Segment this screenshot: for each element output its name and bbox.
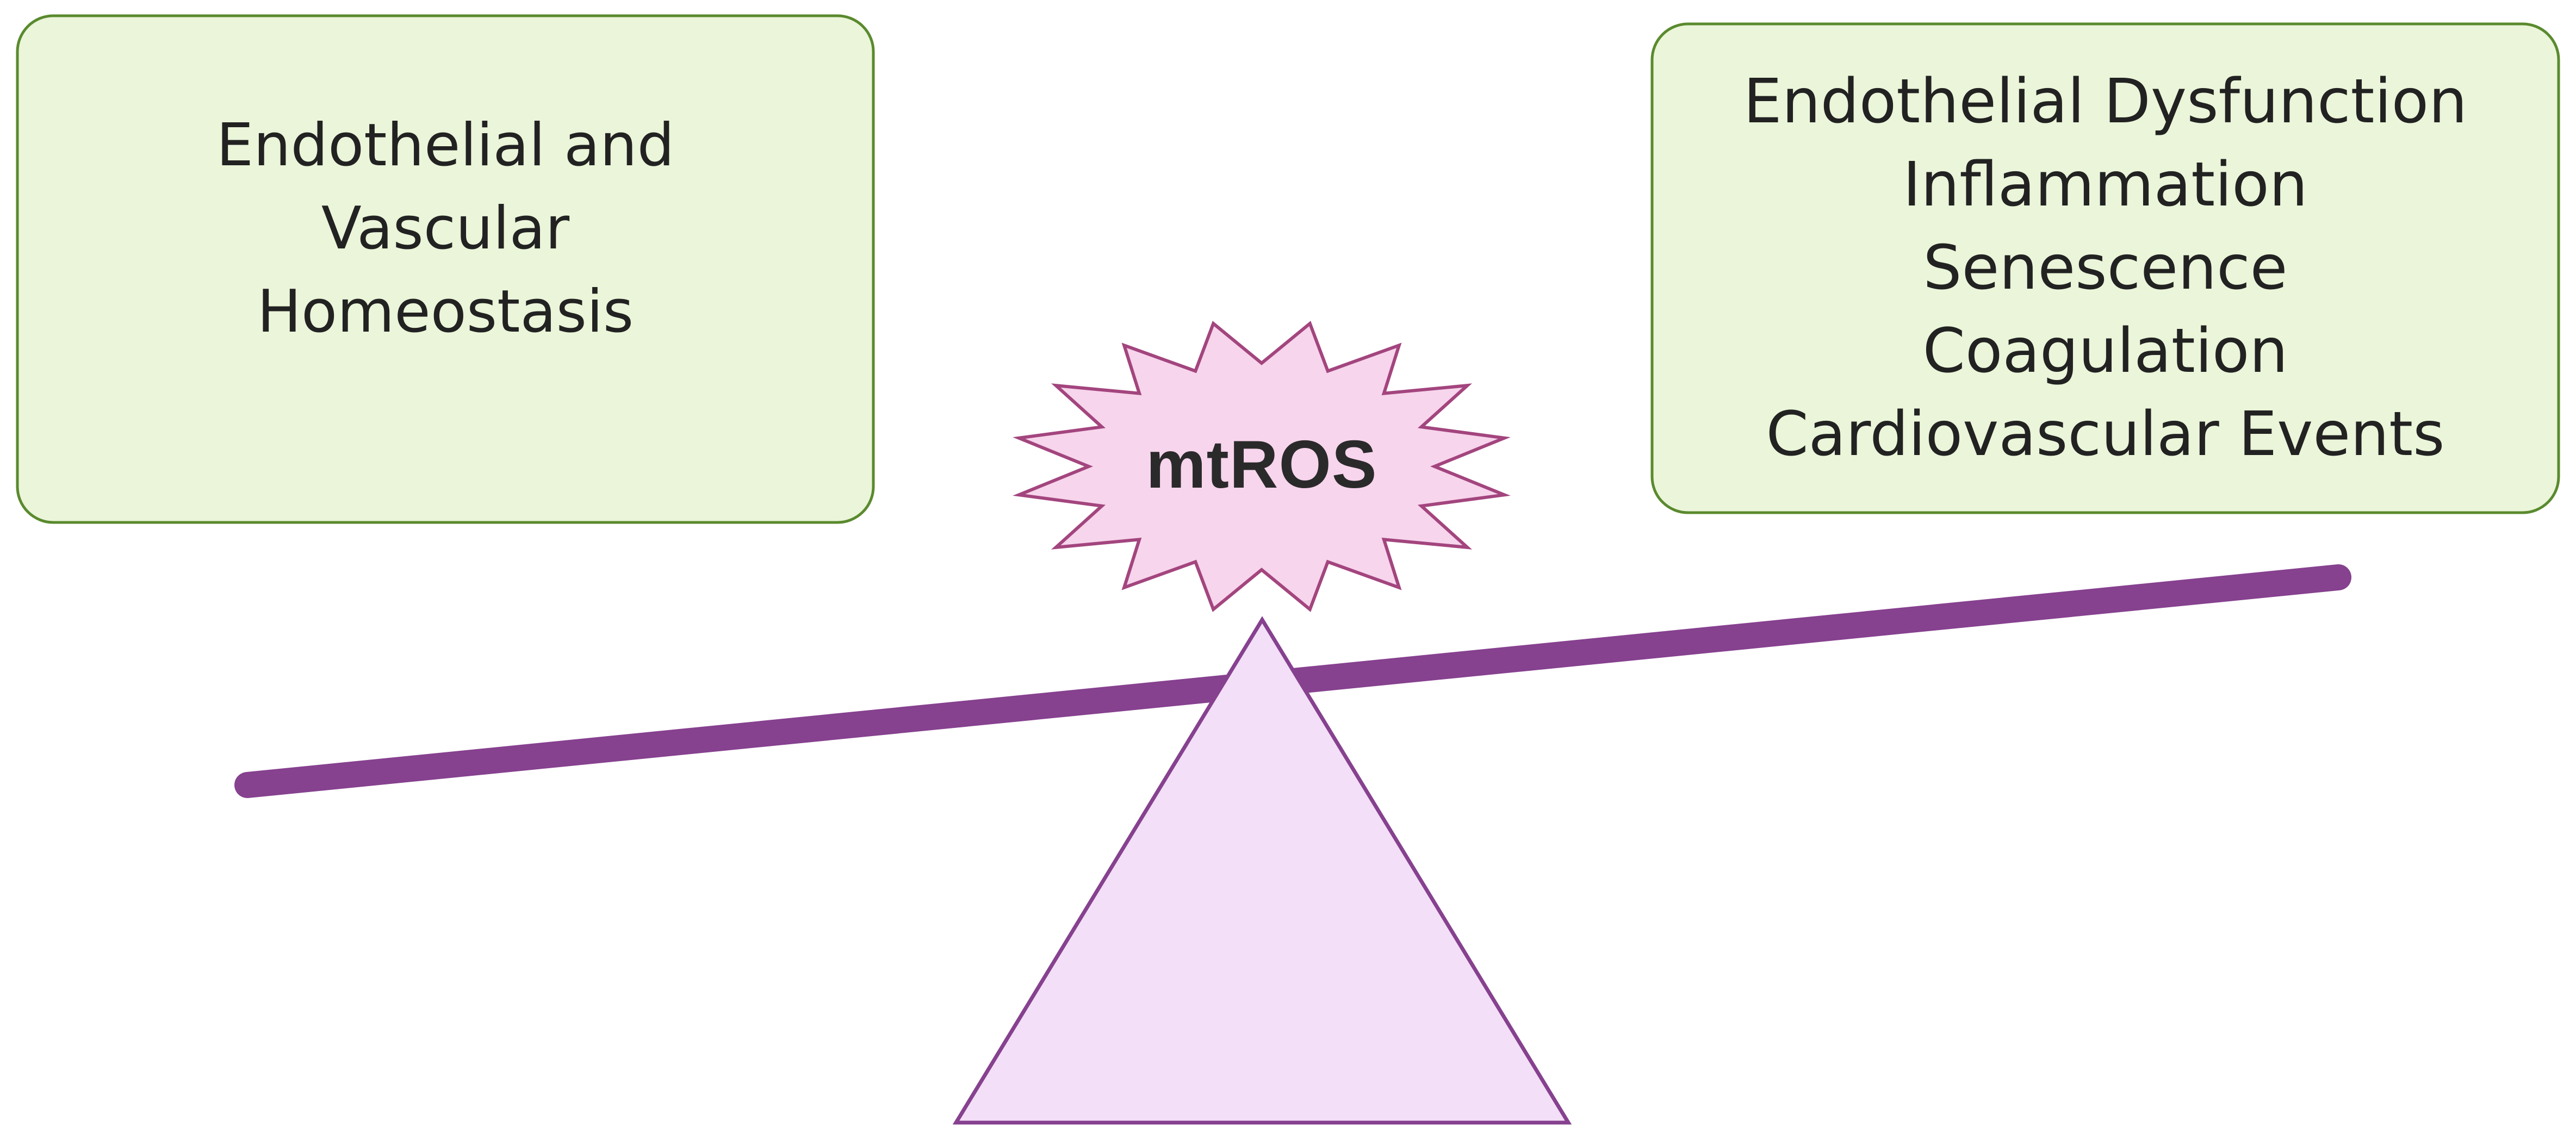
right-box-frame xyxy=(1650,22,2560,514)
right-box: Endothelial Dysfunction Inflammation Sen… xyxy=(1651,23,2560,514)
right-box-line-1: Endothelial Dysfunction xyxy=(1743,66,2468,137)
mtros-label: mtROS xyxy=(1146,427,1377,502)
right-box-line-3: Senescence xyxy=(1923,233,2288,303)
starburst-icon xyxy=(1013,321,1511,612)
left-box: Endothelial and Vascular Homeostasis xyxy=(16,15,874,524)
triangle-fulcrum-icon xyxy=(952,616,1572,1125)
left-box-line-2: Vascular xyxy=(321,194,570,263)
left-box-line-1: Endothelial and xyxy=(216,111,675,179)
left-box-frame xyxy=(16,14,875,524)
left-box-line-3: Homeostasis xyxy=(257,277,634,346)
right-box-line-5: Cardiovascular Events xyxy=(1766,399,2445,470)
right-box-line-2: Inflammation xyxy=(1903,149,2308,220)
right-box-line-4: Coagulation xyxy=(1922,316,2288,387)
